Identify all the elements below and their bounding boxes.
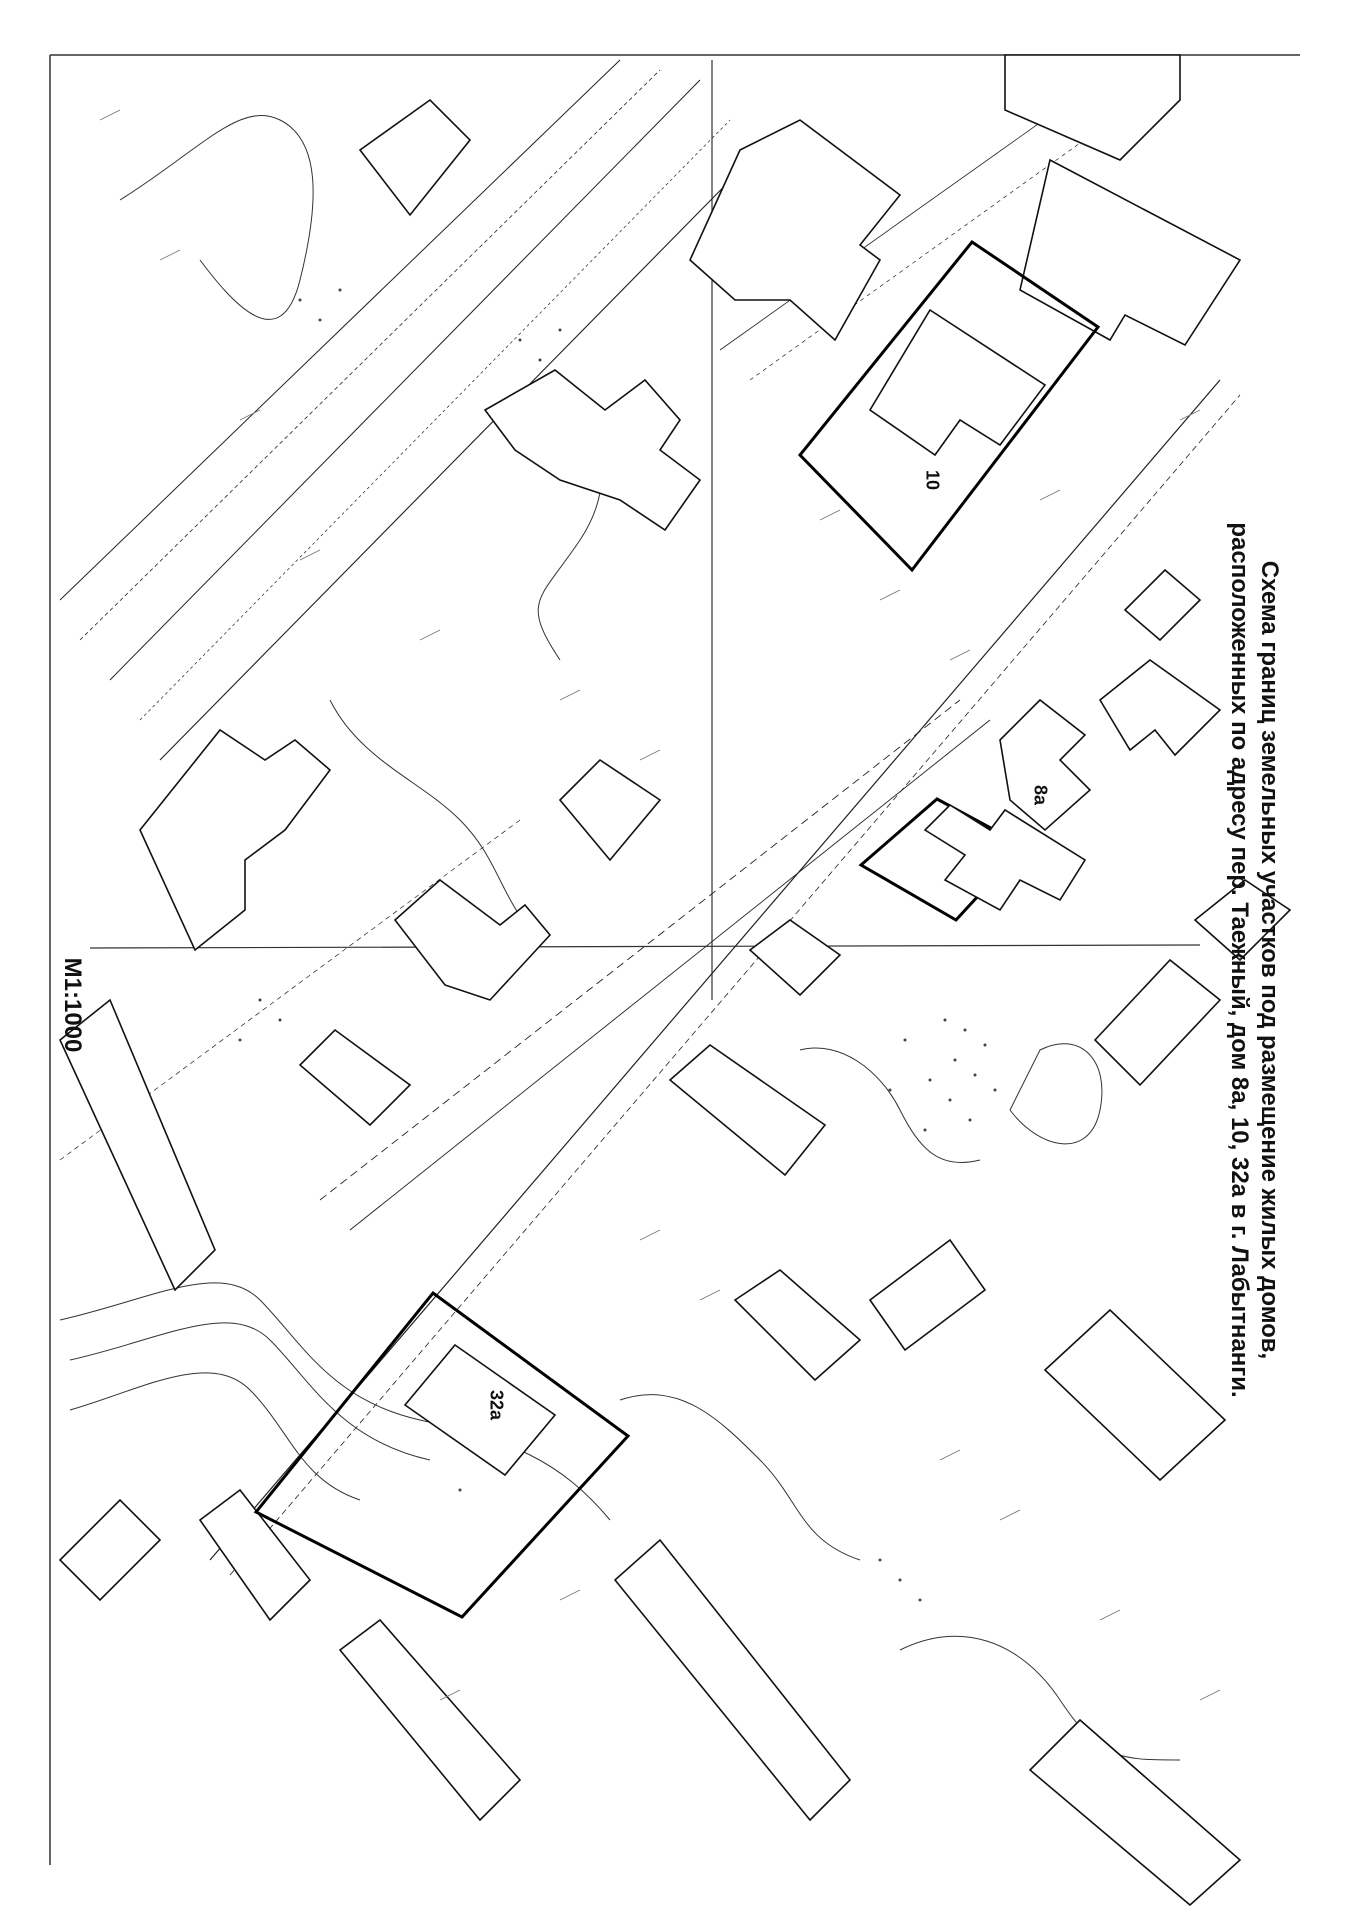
building [198, 1488, 312, 1622]
building [613, 1538, 852, 1822]
ground-dots [238, 288, 997, 1602]
map-texture [99, 109, 1221, 1701]
map-title-line-2: расположенных по адресу пер. Таежный, до… [1226, 522, 1253, 1398]
building [1093, 958, 1222, 1087]
building [999, 698, 1092, 832]
building [668, 1043, 827, 1177]
map-title-line-1: Схема границ земельных участков под разм… [1256, 560, 1283, 1360]
building-32a [403, 1343, 557, 1477]
building [1028, 1718, 1242, 1907]
building [1043, 1308, 1227, 1482]
building [59, 998, 216, 1292]
building [58, 1498, 162, 1602]
map-title: Схема границ земельных участков под разм… [1224, 522, 1284, 1397]
building [338, 1618, 522, 1822]
building [689, 119, 902, 342]
map-scale: М1:1000 [59, 957, 86, 1053]
building [1123, 568, 1202, 642]
building [558, 758, 662, 862]
building [1098, 658, 1222, 757]
building [358, 98, 472, 217]
building [483, 369, 702, 532]
building [1004, 54, 1181, 161]
plot-label-10: 10 [922, 469, 943, 491]
building [748, 919, 842, 997]
building [733, 1268, 862, 1382]
building [1019, 158, 1242, 347]
plot-buildings [403, 308, 1087, 1477]
building [139, 728, 332, 952]
building-8a [923, 803, 1087, 912]
grid-line-horizontal [89, 944, 1201, 949]
building [1193, 879, 1292, 962]
building-10 [868, 308, 1047, 457]
building [393, 878, 552, 1001]
plot-label-32a: 32а [486, 1389, 507, 1421]
buildings [58, 54, 1292, 1907]
building [298, 1028, 412, 1127]
plot-label-8a: 8а [1030, 784, 1051, 806]
contour-lines [59, 115, 1181, 1761]
road-lines [59, 59, 1241, 1576]
building [868, 1238, 987, 1352]
plot-boundary-10 [797, 239, 1101, 573]
plot-boundary-32a [253, 1290, 631, 1619]
